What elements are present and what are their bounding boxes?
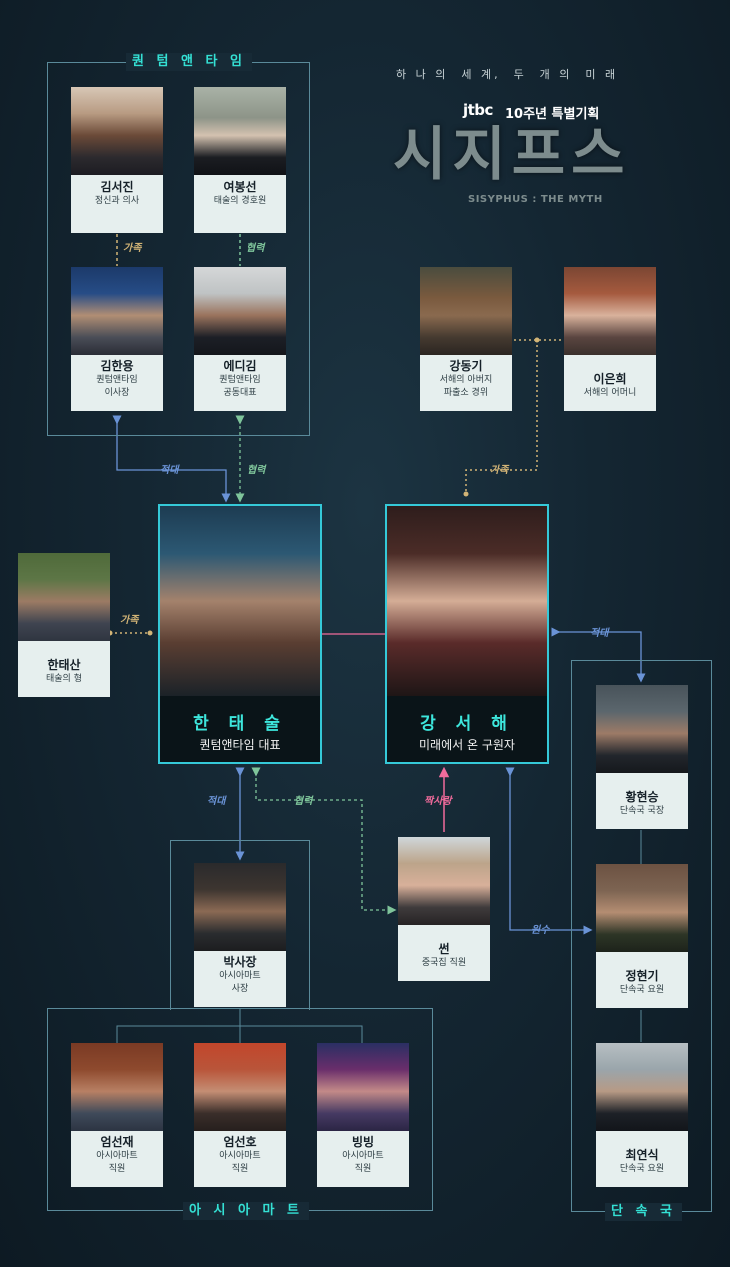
desc-eddie-kim: 퀀텀앤타임 공동대표 — [219, 375, 261, 398]
photo-yeo-bongseon — [194, 87, 286, 175]
revenge-line — [505, 767, 593, 935]
rel-coop-quantum: 협력 — [247, 465, 266, 476]
rel-revenge: 원수 — [531, 925, 550, 936]
quantum-group-label: 퀀 텀 앤 타 임 — [126, 53, 252, 71]
photo-kang-seohae — [387, 506, 547, 696]
desc-yeo-bongseon: 태술의 경호원 — [213, 196, 267, 206]
photo-eom-seonho — [194, 1043, 286, 1131]
desc-kang-seohae: 미래에서 온 구원자 — [419, 738, 515, 752]
asiamart-upper-frame — [170, 840, 310, 1010]
rel-family-seohae: 가족 — [490, 465, 509, 476]
name-lee-eunhee: 이은희 — [593, 372, 627, 386]
name-eddie-kim: 에디김 — [223, 359, 257, 373]
desc-eom-seonjae: 아시아마트 직원 — [96, 1151, 138, 1174]
name-han-taesul: 한 태 술 — [193, 714, 287, 734]
photo-choi-yeonsik — [596, 1043, 688, 1131]
desc-kang-donggi: 서해의 아버지 파출소 경위 — [439, 375, 493, 398]
rel-coop-yeo-bongseon: 협력 — [246, 243, 265, 254]
name-kim-hanyong: 김한용 — [100, 359, 134, 373]
photo-jung-hyungi — [596, 864, 688, 952]
name-hwang-hyunseung: 황현승 — [625, 790, 659, 804]
card-kang-seohae: 강 서 해 미래에서 온 구원자 — [385, 504, 549, 764]
photo-kang-donggi — [420, 267, 512, 355]
desc-eom-seonho: 아시아마트 직원 — [219, 1151, 261, 1174]
rel-family-taesan: 가족 — [120, 615, 139, 626]
desc-han-taesan: 태술의 형 — [46, 674, 82, 684]
name-eom-seonho: 엄선호 — [223, 1135, 257, 1149]
desc-choi-yeonsik: 단속국 요원 — [619, 1164, 665, 1174]
tagline: 하 나 의 세 계, 두 개 의 미 래 — [396, 68, 619, 81]
jtbc-logo: jtbc — [463, 101, 493, 119]
rel-enemy-quantum: 적대 — [160, 465, 179, 476]
name-kang-donggi: 강동기 — [449, 359, 483, 373]
photo-bingbing — [317, 1043, 409, 1131]
desc-lee-eunhee: 서해의 어머니 — [583, 388, 637, 398]
rel-enemy-park: 적대 — [207, 796, 226, 807]
name-park-sajang: 박사장 — [223, 955, 257, 969]
desc-jung-hyungi: 단속국 요원 — [619, 985, 665, 995]
desc-hwang-hyunseung: 단속국 국장 — [619, 806, 665, 816]
name-eom-seonjae: 엄선재 — [100, 1135, 134, 1149]
photo-sseon — [398, 837, 490, 925]
photo-eddie-kim — [194, 267, 286, 355]
rel-coop-sseon: 협력 — [294, 796, 313, 807]
coop-line-sseon — [251, 767, 397, 915]
enemy-line-enforcement — [551, 627, 646, 683]
desc-han-taesul: 퀀텀앤타임 대표 — [199, 738, 281, 752]
asiamart-group-label: 아 시 아 마 트 — [183, 1202, 309, 1220]
special-label: 10주년 특별기획 — [505, 107, 600, 122]
enemy-line-quantum — [112, 415, 231, 503]
name-sseon: 썬 — [438, 942, 450, 956]
name-jung-hyungi: 정현기 — [625, 969, 659, 983]
photo-han-taesul — [160, 506, 320, 696]
enforcement-group-label: 단 속 국 — [605, 1203, 682, 1221]
photo-kim-hanyong — [71, 267, 163, 355]
name-bingbing: 빙빙 — [351, 1135, 375, 1149]
photo-park-sajang — [194, 863, 286, 951]
drama-subtitle: SISYPHUS : THE MYTH — [468, 194, 603, 205]
name-kang-seohae: 강 서 해 — [420, 714, 514, 734]
desc-park-sajang: 아시아마트 사장 — [219, 971, 261, 994]
photo-kim-seojin — [71, 87, 163, 175]
drama-title: 시지프스 — [393, 120, 631, 188]
desc-bingbing: 아시아마트 직원 — [342, 1151, 384, 1174]
photo-eom-seonjae — [71, 1043, 163, 1131]
desc-sseon: 중국집 직원 — [421, 958, 467, 968]
photo-hwang-hyunseung — [596, 685, 688, 773]
name-kim-seojin: 김서진 — [100, 180, 134, 194]
rel-enemy-enforcement: 적대 — [590, 628, 609, 639]
name-yeo-bongseon: 여봉선 — [223, 180, 257, 194]
family-line-seohae — [465, 340, 538, 494]
name-choi-yeonsik: 최연식 — [625, 1148, 659, 1162]
photo-lee-eunhee — [564, 267, 656, 355]
desc-kim-hanyong: 퀀텀앤타임 이사장 — [96, 375, 138, 398]
desc-kim-seojin: 정신과 의사 — [94, 196, 140, 206]
rel-family-kim-seojin: 가족 — [123, 243, 142, 254]
photo-han-taesan — [18, 553, 110, 641]
card-han-taesul: 한 태 술 퀀텀앤타임 대표 — [158, 504, 322, 764]
name-han-taesan: 한태산 — [47, 658, 81, 672]
rel-crush: 짝사랑 — [424, 796, 452, 807]
